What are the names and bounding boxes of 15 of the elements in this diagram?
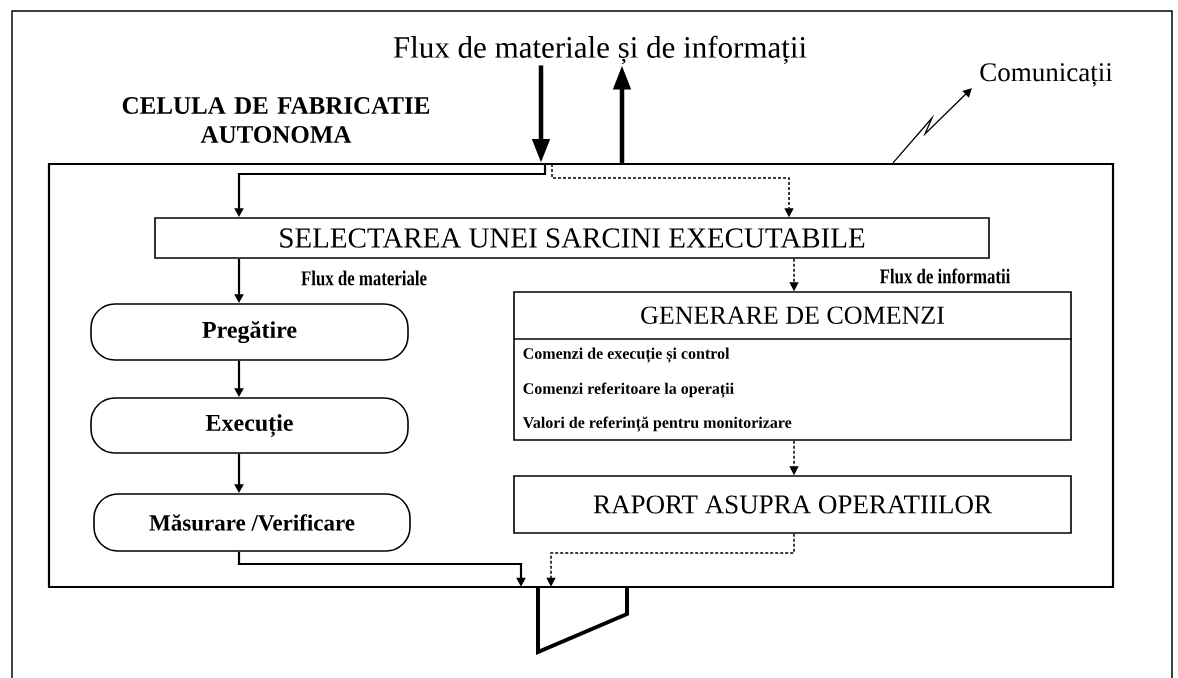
flow-title: Flux de materiale și de informații bbox=[393, 35, 807, 65]
communication-label: Comunicații bbox=[980, 63, 1113, 87]
node-label: CELULA DE FABRICATIE AUTONOMA bbox=[122, 97, 430, 143]
process-terminal: Execuție bbox=[90, 397, 409, 454]
edge-label: Flux de materiale bbox=[300, 269, 428, 287]
lightning-arrow bbox=[892, 88, 972, 164]
command-line: Comenzi de execuție și control bbox=[523, 347, 730, 363]
command-line: Comenzi referitoare la operații bbox=[523, 382, 734, 398]
process-terminal: Măsurare /Verificare bbox=[93, 493, 411, 552]
output-funnel bbox=[536, 587, 629, 656]
command-line: Valori de referință pentru monitorizare bbox=[522, 416, 792, 432]
process-box: SELECTAREA UNEI SARCINI EXECUTABILE bbox=[154, 217, 990, 259]
process-box: RAPORT ASUPRA OPERATIILOR bbox=[513, 475, 1072, 534]
edge-label: Flux de informatii bbox=[878, 267, 1012, 285]
process-terminal: Pregătire bbox=[90, 303, 409, 361]
